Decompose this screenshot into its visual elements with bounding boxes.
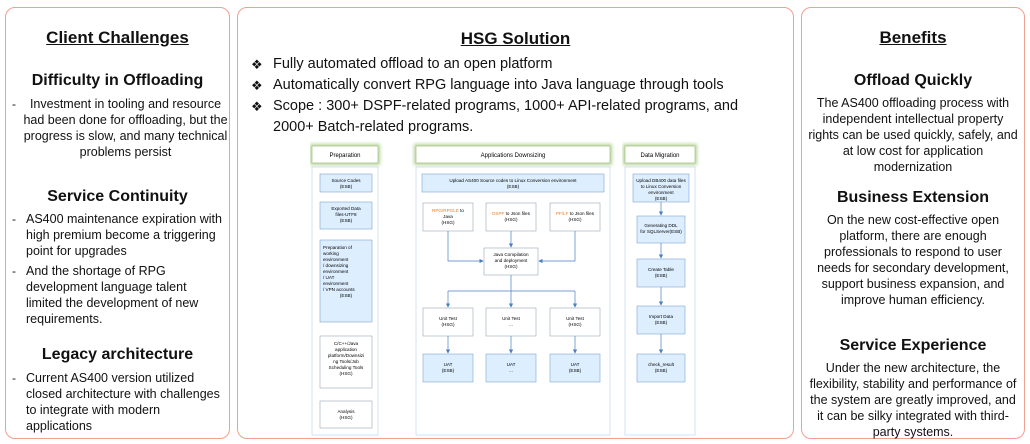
svg-text:Preparation: Preparation bbox=[329, 153, 360, 159]
difficulty-offloading-text: Investment in tooling and resource had b… bbox=[23, 97, 228, 159]
offload-quickly-heading: Offload Quickly bbox=[853, 72, 973, 89]
legacy-architecture-heading: Legacy architecture bbox=[41, 346, 194, 363]
unit-test-box-1: Unit Test(HSG) bbox=[422, 307, 474, 337]
svg-text:Analysis(HSG): Analysis(HSG) bbox=[337, 409, 355, 420]
svg-text:UAT...: UAT... bbox=[507, 362, 516, 373]
dash-marker: - bbox=[12, 212, 16, 226]
service-continuity-bullet-2: And the shortage of RPG development lang… bbox=[26, 264, 199, 326]
unit-test-box-2: Unit Test... bbox=[485, 307, 537, 337]
service-experience-heading: Service Experience bbox=[839, 337, 987, 354]
diamond-bullet-icon: ❖ bbox=[251, 78, 263, 93]
prep-box-source-codes: Source Codes(ESB) bbox=[319, 173, 373, 193]
benefits-panel: Benefits Offload Quickly The AS400 offlo… bbox=[801, 7, 1025, 439]
svg-text:Upload AS400 Source codes to L: Upload AS400 Source codes to Linux Conve… bbox=[449, 178, 577, 189]
dash-marker: - bbox=[12, 371, 16, 385]
convert-box-dspf: DSPF to Json files(HSG) bbox=[485, 202, 537, 232]
diamond-bullet-icon: ❖ bbox=[251, 57, 263, 72]
process-flow-diagram: Preparation Applications Downsizing Sour… bbox=[310, 144, 612, 436]
business-extension-text: On the new cost-effective open platform,… bbox=[817, 213, 1009, 307]
dash-marker: - bbox=[12, 264, 16, 278]
svg-text:UAT(ESB): UAT(ESB) bbox=[569, 362, 582, 373]
convert-box-pflf: PF/LF to Json files(HSG) bbox=[549, 202, 601, 232]
svg-text:Create Table(ESB): Create Table(ESB) bbox=[648, 267, 674, 278]
column-header-preparation: Preparation bbox=[310, 144, 380, 165]
column-header-data-migration: Data Migration bbox=[623, 144, 697, 165]
svg-text:Import Data(ESB): Import Data(ESB) bbox=[649, 314, 673, 325]
legacy-architecture-bullet: Current AS400 version utilized closed ar… bbox=[26, 371, 220, 433]
offload-quickly-text: The AS400 offloading process with indepe… bbox=[808, 96, 1018, 174]
uat-box-3: UAT(ESB) bbox=[549, 353, 601, 383]
hsg-solution-panel: HSG Solution ❖ Fully automated offload t… bbox=[237, 7, 794, 439]
svg-text:Source Codes(ESB): Source Codes(ESB) bbox=[331, 178, 361, 189]
solution-bullet-2: ❖ Automatically convert RPG language int… bbox=[251, 75, 783, 96]
downsizing-arrows bbox=[445, 231, 578, 354]
uat-box-2: UAT... bbox=[485, 353, 537, 383]
downsizing-upload-box: Upload AS400 Source codes to Linux Conve… bbox=[421, 173, 605, 193]
diamond-bullet-icon: ❖ bbox=[251, 99, 263, 114]
client-challenges-panel: Client Challenges Difficulty in Offloadi… bbox=[5, 7, 230, 439]
migration-column-frame bbox=[624, 166, 696, 436]
migration-box-check-result: check_result(ESB) bbox=[636, 353, 686, 383]
svg-text:Data Migration: Data Migration bbox=[640, 153, 679, 159]
solution-bullet-1: ❖ Fully automated offload to an open pla… bbox=[251, 54, 783, 75]
uat-box-1: UAT(ESB) bbox=[422, 353, 474, 383]
business-extension-heading: Business Extension bbox=[836, 189, 990, 206]
prep-box-analysis: Analysis(HSG) bbox=[319, 400, 373, 429]
column-header-applications-downsizing: Applications Downsizing bbox=[414, 144, 612, 165]
svg-text:Applications Downsizing: Applications Downsizing bbox=[481, 153, 546, 159]
solution-bullet-3: ❖ Scope : 300+ DSPF-related programs, 10… bbox=[251, 98, 739, 135]
hsg-solution-title: HSG Solution bbox=[460, 29, 571, 48]
migration-box-import: Import Data(ESB) bbox=[636, 305, 686, 335]
benefits-title: Benefits bbox=[879, 28, 947, 47]
dash-marker: - bbox=[12, 97, 16, 111]
svg-text:Unit Test(HSG): Unit Test(HSG) bbox=[439, 316, 458, 327]
client-challenges-title: Client Challenges bbox=[46, 28, 189, 47]
migration-box-create-table: Create Table(ESB) bbox=[636, 258, 686, 288]
svg-text:Unit Test...: Unit Test... bbox=[502, 316, 521, 327]
service-continuity-bullet-1: AS400 maintenance expiration with high p… bbox=[26, 212, 222, 258]
unit-test-box-3: Unit Test(HSG) bbox=[549, 307, 601, 337]
service-continuity-heading: Service Continuity bbox=[47, 188, 188, 205]
svg-text:DSPF to Json files(HSG): DSPF to Json files(HSG) bbox=[492, 211, 531, 222]
svg-text:check_result(ESB): check_result(ESB) bbox=[648, 362, 675, 373]
svg-text:Unit Test(HSG): Unit Test(HSG) bbox=[566, 316, 585, 327]
difficulty-offloading-heading: Difficulty in Offloading bbox=[31, 72, 204, 89]
svg-text:PF/LF to Json files(HSG): PF/LF to Json files(HSG) bbox=[556, 211, 595, 222]
service-experience-text: Under the new architecture, the flexibil… bbox=[809, 361, 1017, 439]
svg-text:UAT(ESB): UAT(ESB) bbox=[442, 362, 455, 373]
